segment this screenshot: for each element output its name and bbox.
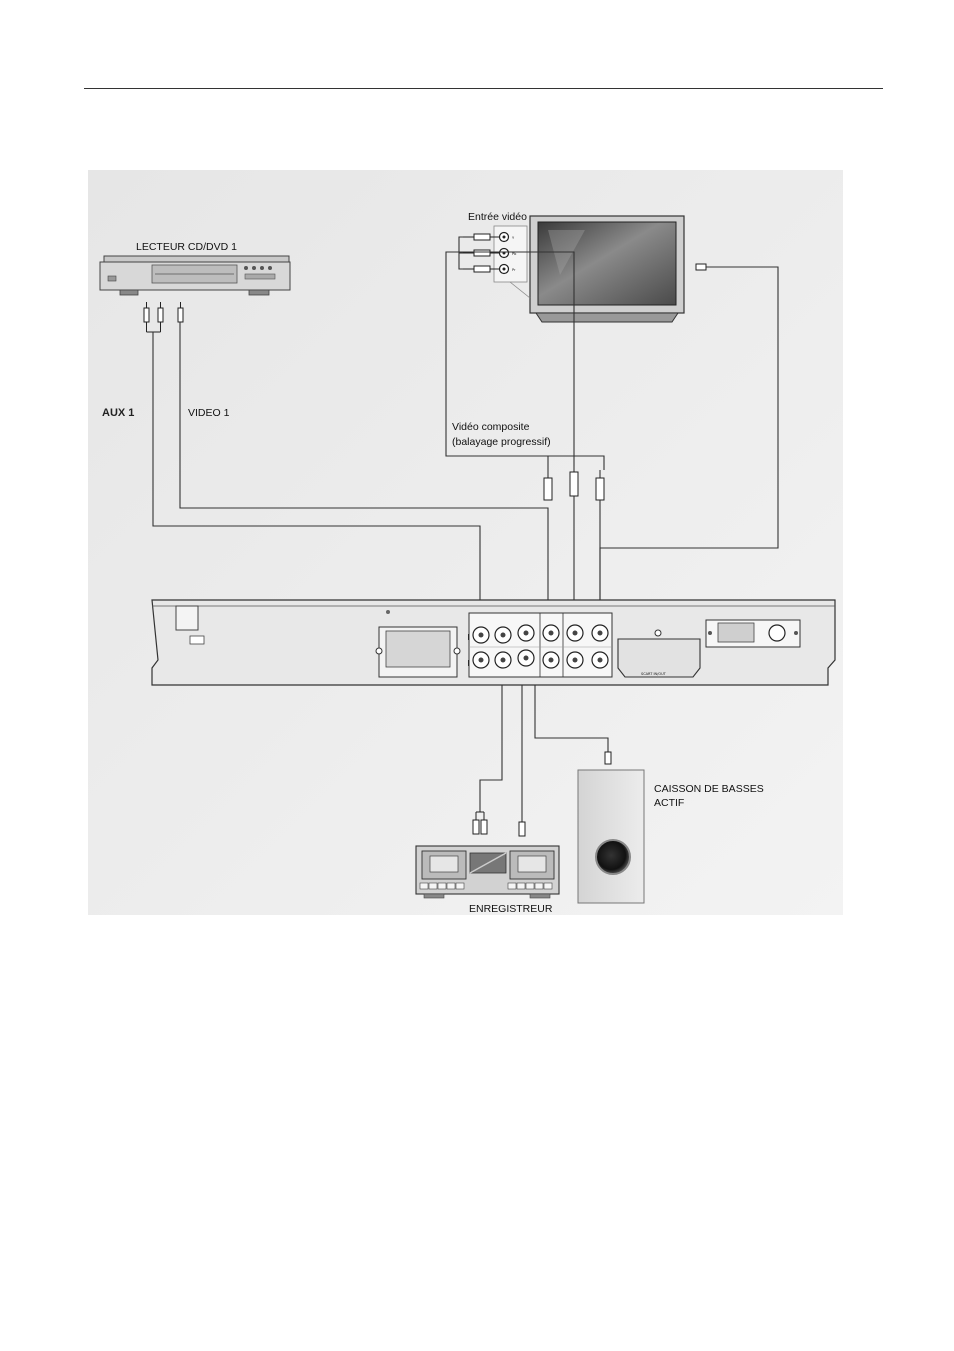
subwoofer [577,751,645,904]
illustration-background [88,170,843,915]
cables [146,236,779,822]
composite-plugs [543,466,605,501]
cassette-recorder [415,845,560,899]
tv-input-jacks: Y Pb Pr [493,225,531,299]
cd-player-label: LECTEUR CD/DVD 1 [136,241,237,253]
composite-label-1: Vidéo composite [452,421,530,433]
video-label: VIDEO 1 [188,407,230,419]
composite-label-2: (balayage progressif) [452,436,551,448]
header-rule [84,88,883,89]
main-unit: SCART IN/OUT [151,599,836,686]
scart-label: SCART IN/OUT [641,672,667,676]
svg-text:Y: Y [512,236,515,240]
svg-text:Pr: Pr [512,268,516,272]
subwoofer-label-2: ACTIF [654,797,684,809]
tv-side-plugs [463,233,499,273]
tv-input-label: Entrée vidéo [468,211,527,223]
television [529,215,707,323]
recorder-label: ENREGISTREUR [469,903,553,915]
aux-label: AUX 1 [102,407,134,419]
player-plugs [143,302,184,332]
svg-text:Pb: Pb [512,252,517,256]
cd-dvd-player [99,255,291,296]
recorder-plugs [472,811,526,837]
subwoofer-label-1: CAISSON DE BASSES [654,783,764,795]
